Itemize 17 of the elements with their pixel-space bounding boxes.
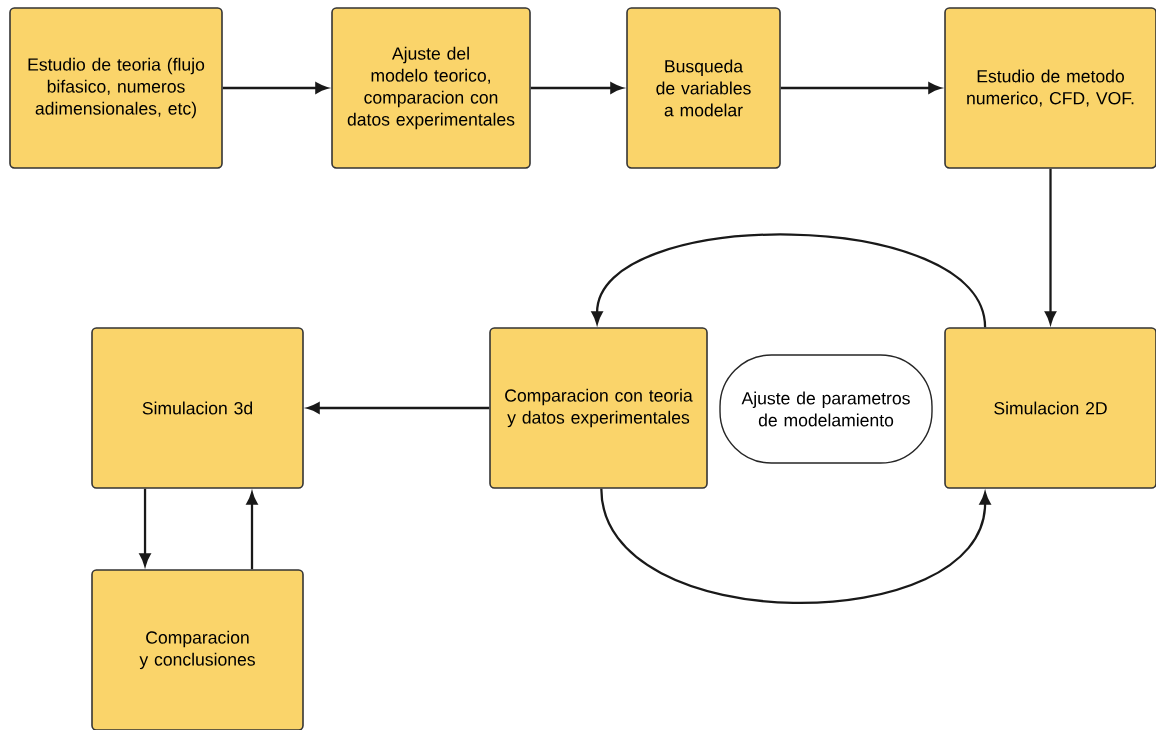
process-box: Simulacion 3d [91,327,304,489]
arrow [600,488,991,604]
note-box: Ajuste de parametros de modelamiento [719,354,933,464]
process-box: Comparacion y conclusiones [91,569,304,730]
process-box: Estudio de teoria (flujo bifasico, numeros adimensionales, etc) [9,7,223,169]
arrow [246,492,258,570]
process-box: Busqueda de variables a modelar [626,7,781,169]
arrow [222,82,328,94]
arrow [139,488,151,566]
process-box: Simulacion 2D [944,327,1156,489]
arrow [530,82,623,94]
arrow [591,233,987,328]
arrow [307,402,490,414]
process-box: Estudio de metodo numerico, CFD, VOF. [944,7,1156,169]
arrow [780,82,941,94]
process-box: Comparacion con teoria y datos experimentales [489,327,708,489]
process-box: Ajuste del modelo teorico, comparacion con datos experimentales [331,7,531,169]
